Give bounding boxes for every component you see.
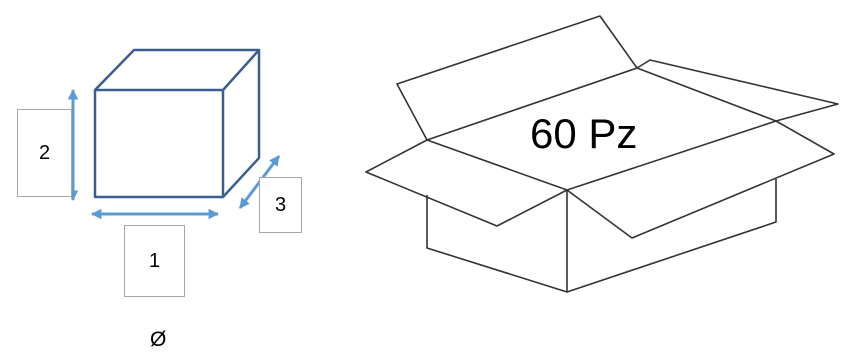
depth-label: 3 xyxy=(274,193,287,216)
open-cardboard-box-icon xyxy=(365,15,839,293)
height-label: 2 xyxy=(38,141,51,164)
width-label: 1 xyxy=(148,249,161,272)
depth-label-box: 3 xyxy=(259,177,302,233)
width-label-box: 1 xyxy=(124,225,185,297)
cube-icon xyxy=(93,48,261,199)
carton-quantity-label: 60 Pz xyxy=(530,110,638,157)
dimension-arrows xyxy=(67,88,281,220)
height-label-box: 2 xyxy=(17,109,72,197)
diameter-symbol: Ø xyxy=(150,328,167,351)
